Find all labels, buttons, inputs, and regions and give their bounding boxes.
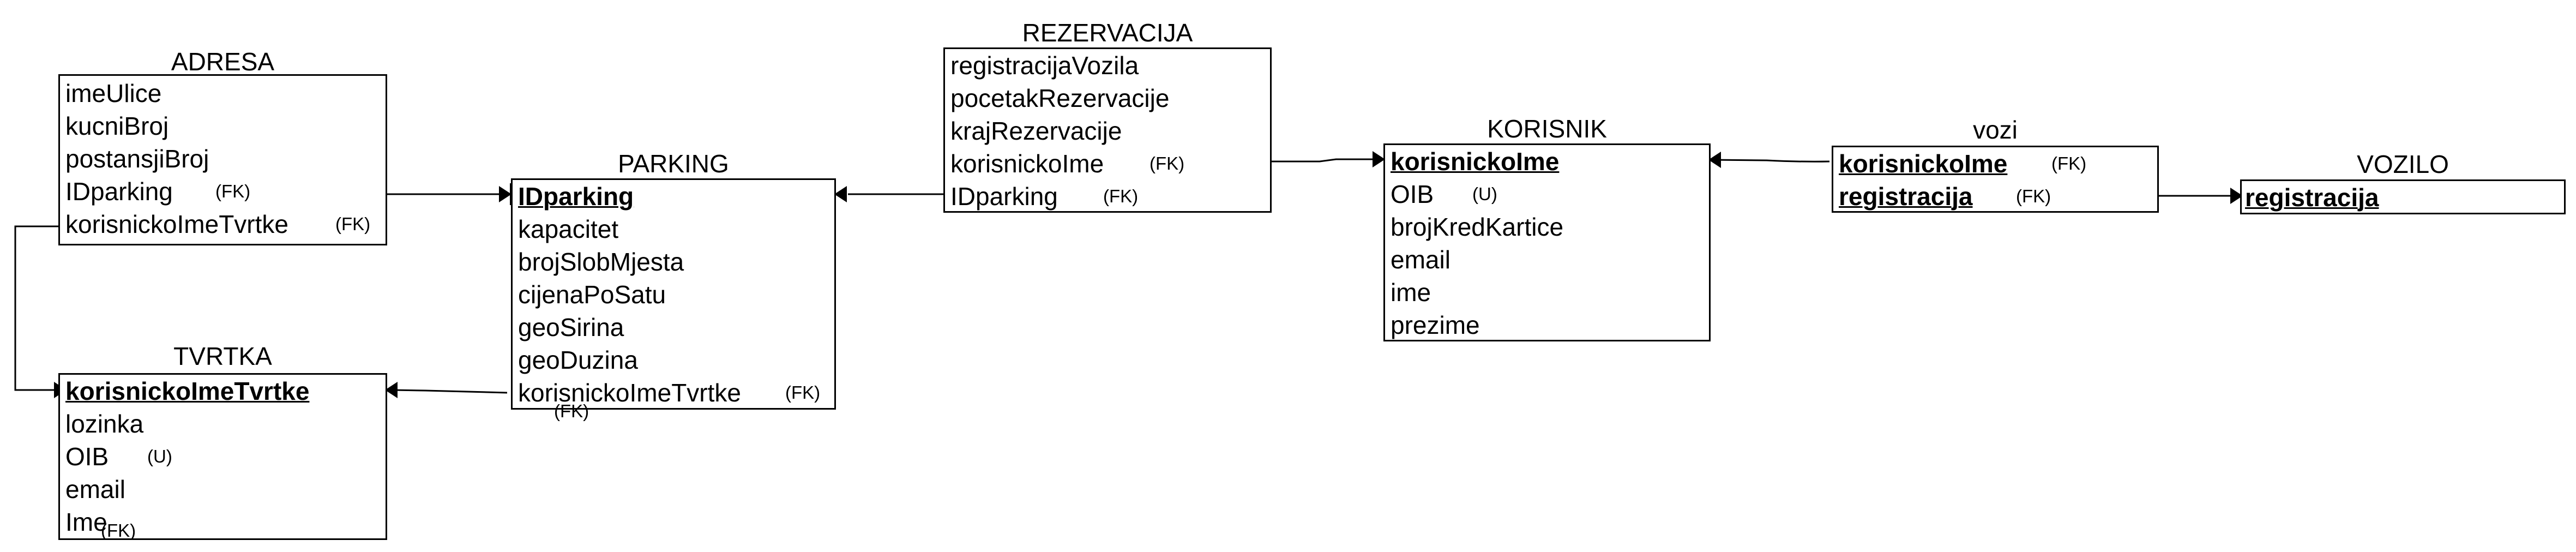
attribute: lozinka	[65, 410, 144, 438]
entity-title: KORISNIK	[1487, 115, 1607, 143]
fk-marker: (FK)	[335, 214, 371, 234]
attribute-fk: korisnickoImeTvrtke	[65, 210, 288, 238]
entity-vozilo[interactable]: VOZILO registracija	[2240, 152, 2566, 214]
unique-marker: (U)	[1472, 184, 1497, 204]
entity-adresa[interactable]: ADRESA imeUlice kucniBroj postansjiBroj …	[58, 49, 387, 245]
fk-marker: (FK)	[215, 181, 251, 201]
attribute: postansjiBroj	[65, 145, 209, 173]
entity-rezervacija[interactable]: REZERVACIJA registracijaVozila pocetakRe…	[943, 20, 1272, 213]
entity-title: VOZILO	[2357, 150, 2449, 178]
primary-key-attribute: registracija	[2245, 183, 2379, 212]
primary-key-attribute: korisnickoImeTvrtke	[65, 377, 310, 405]
attribute: cijenaPoSatu	[518, 280, 666, 309]
entity-box: IDparking kapacitet brojSlobMjesta cijen…	[511, 178, 836, 421]
attribute: registracijaVozila	[950, 51, 1139, 80]
fk-marker: (FK)	[2016, 186, 2051, 206]
attribute: krajRezervacije	[950, 117, 1122, 145]
entity-title: vozi	[1973, 116, 2018, 144]
attribute-fk: IDparking	[950, 182, 1058, 211]
entity-title: REZERVACIJA	[1022, 19, 1193, 47]
entity-box: korisnickoIme OIB brojKredKartice email …	[1383, 143, 1711, 341]
entity-box: korisnickoIme registracija (FK) (FK)	[1832, 146, 2159, 213]
primary-key-attribute: korisnickoIme	[1391, 147, 1560, 176]
entity-box: registracijaVozila pocetakRezervacije kr…	[943, 47, 1272, 213]
attribute: kapacitet	[518, 215, 619, 243]
attribute-fk: korisnickoImeTvrtke	[518, 379, 741, 407]
entity-box: korisnickoImeTvrtke lozinka OIB email Im…	[58, 373, 387, 540]
arrowhead-to-korisnik	[1373, 151, 1385, 167]
attribute: pocetakRezervacije	[950, 84, 1170, 112]
arrowhead-to-vozilo	[2230, 188, 2243, 204]
attribute: ime	[1391, 278, 1431, 307]
unique-marker: (U)	[147, 446, 172, 466]
attribute: imeUlice	[65, 79, 162, 107]
entity-vozi[interactable]: vozi korisnickoIme registracija (FK) (FK…	[1832, 117, 2159, 213]
attribute: prezime	[1391, 311, 1480, 339]
entity-title: ADRESA	[171, 47, 275, 76]
fk-marker: (FK)	[2051, 153, 2087, 173]
entity-korisnik[interactable]: KORISNIK korisnickoIme OIB brojKredKarti…	[1383, 116, 1711, 341]
attribute: email	[1391, 245, 1450, 274]
arrowhead-to-tvrtka-from-parking	[385, 382, 398, 398]
entity-title: TVRTKA	[173, 342, 272, 370]
attribute: email	[65, 475, 125, 503]
fk-marker: (FK)	[101, 520, 136, 540]
fk-marker: (FK)	[1103, 186, 1139, 206]
fk-marker: (FK)	[554, 401, 589, 421]
attribute: geoDuzina	[518, 346, 638, 374]
arrowhead-to-korisnik-from-vozi	[1708, 152, 1721, 168]
fk-marker: (FK)	[1149, 153, 1185, 173]
attribute-unique: OIB	[1391, 180, 1434, 208]
entity-parking[interactable]: PARKING IDparking kapacitet brojSlobMjes…	[511, 149, 836, 421]
fk-marker: (FK)	[785, 382, 821, 403]
arrowhead-to-parking-from-rezervacija	[834, 186, 847, 202]
attribute: geoSirina	[518, 313, 624, 341]
attribute-fk: IDparking	[65, 177, 173, 206]
attribute-fk: Ime	[65, 508, 107, 536]
attribute-unique: OIB	[65, 442, 109, 471]
connector-parking-tvrtka	[392, 389, 508, 394]
attribute: kucniBroj	[65, 112, 169, 140]
connector-adresa-tvrtka	[14, 225, 58, 391]
arrowhead-to-parking	[499, 186, 511, 202]
primary-key-attribute: IDparking	[518, 182, 634, 211]
connector-rezervacija-korisnik	[1272, 158, 1374, 163]
connector-vozi-korisnik	[1712, 159, 1830, 163]
primary-key-attribute: korisnickoIme	[1839, 149, 2008, 178]
attribute: brojSlobMjesta	[518, 248, 684, 276]
entity-title: PARKING	[618, 149, 729, 178]
primary-key-attribute: registracija	[1839, 182, 1973, 211]
entity-box: registracija	[2240, 179, 2566, 214]
attribute: brojKredKartice	[1391, 213, 1564, 241]
attribute-fk: korisnickoIme	[950, 149, 1104, 178]
entity-tvrtka[interactable]: TVRTKA korisnickoImeTvrtke lozinka OIB e…	[58, 344, 387, 540]
entity-box: imeUlice kucniBroj postansjiBroj IDparki…	[58, 74, 387, 245]
